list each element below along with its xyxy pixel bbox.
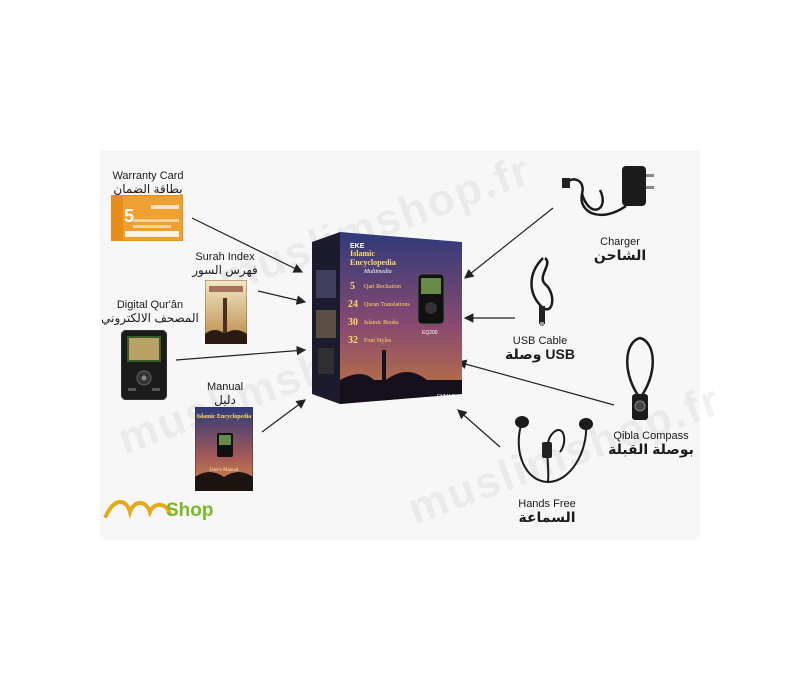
digital-quran-label-ar: المصحف الالكتروني <box>101 311 199 325</box>
warranty-number: 5 <box>124 206 134 226</box>
arrow-hands-free <box>457 409 501 448</box>
box-brand-sub: ENMAC <box>437 394 455 400</box>
box-brand: EKE <box>350 243 365 250</box>
feature-text: Qari Recitation <box>364 284 401 290</box>
digital-quran-device-image <box>121 330 167 400</box>
arrow-qibla <box>456 359 615 406</box>
usb-cable-label-en: USB Cable <box>512 335 568 347</box>
manual-footer: User's Manual <box>210 468 239 473</box>
shop-logo: Shop <box>104 494 244 530</box>
box-subtitle: Multimedia <box>363 269 392 275</box>
box-model: EQ200 <box>422 330 438 336</box>
manual-book-image: Islamic Encyclopedia User's Manual <box>195 407 253 491</box>
surah-index-label-ar: فهرس السور <box>192 263 258 277</box>
qibla-label-ar: بوصلة القبلة <box>608 441 694 457</box>
arrow-manual <box>261 399 306 433</box>
surah-index-label: Surah Index فهرس السور <box>188 251 262 277</box>
surah-index-book-image <box>205 280 247 344</box>
warranty-label: Warranty Card بطاقة الضمان <box>100 170 196 196</box>
digital-quran-label: Digital Qur'ân المصحف الالكتروني <box>100 299 200 325</box>
usb-cable-label-ar: وصلة USB <box>505 346 575 362</box>
charger-image <box>562 166 654 217</box>
arrow-digital-quran <box>175 345 307 361</box>
feature-num: 24 <box>348 299 358 310</box>
usb-cable-label: USB Cable وصلة USB <box>505 335 575 361</box>
surah-index-label-en: Surah Index <box>195 251 255 263</box>
product-box-image: EKE Islamic Encyclopedia Multimedia 5 Qa… <box>312 232 462 404</box>
logo-text: Shop <box>166 500 214 521</box>
hands-free-image <box>515 416 593 484</box>
charger-label-ar: الشاحن <box>593 247 647 263</box>
qibla-compass-image <box>626 336 654 420</box>
manual-title: Islamic Encyclopedia <box>197 414 252 420</box>
charger-label-en: Charger <box>600 236 640 248</box>
warranty-label-en: Warranty Card <box>112 170 184 182</box>
arrow-warranty <box>191 217 304 273</box>
hands-free-label-ar: السماعة <box>518 509 576 525</box>
logo-swoosh-icon <box>104 500 172 519</box>
warranty-card-image: 5 <box>111 195 183 241</box>
arrow-charger <box>464 207 554 279</box>
feature-text: Quran Translations <box>364 302 411 308</box>
charger-label: Charger الشاحن <box>585 236 655 262</box>
qibla-label: Qibla Compass بوصلة القبلة <box>608 430 694 456</box>
usb-cable-image <box>530 257 554 326</box>
manual-label-en: Manual <box>206 381 244 393</box>
digital-quran-label-en: Digital Qur'ân <box>116 299 184 311</box>
feature-num: 32 <box>348 335 358 346</box>
feature-text: Islamic Books <box>364 320 399 326</box>
feature-num: 5 <box>350 281 355 292</box>
qibla-label-en: Qibla Compass <box>613 430 689 442</box>
feature-text: Font Styles <box>364 338 392 344</box>
box-title: Islamic <box>350 249 375 258</box>
warranty-label-ar: بطاقة الضمان <box>113 182 183 196</box>
hands-free-label-en: Hands Free <box>518 498 576 510</box>
hands-free-label: Hands Free السماعة <box>509 498 585 524</box>
feature-num: 30 <box>348 317 358 328</box>
box-title2: Encyclopedia <box>350 258 396 267</box>
arrow-surah-index <box>257 290 307 305</box>
